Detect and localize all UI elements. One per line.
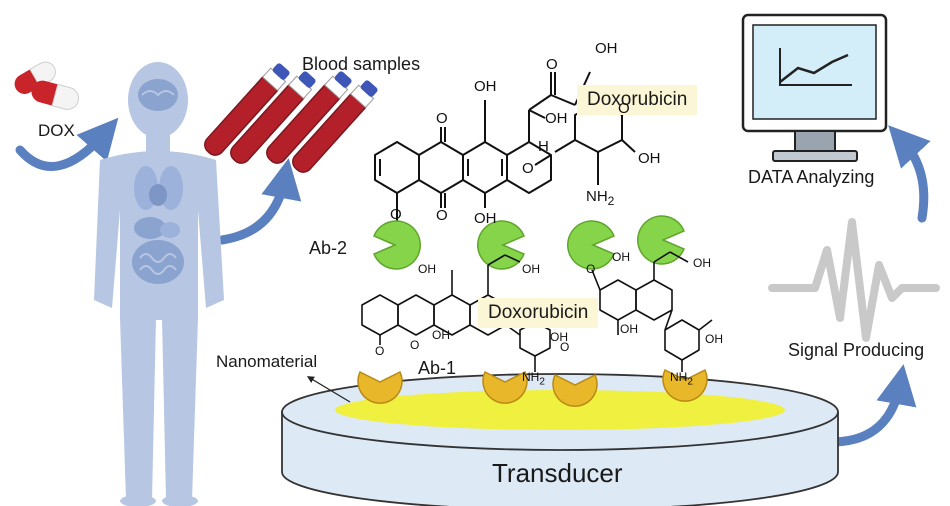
- atom-label: O: [375, 344, 385, 358]
- atom-label: OH: [522, 262, 540, 276]
- atom-label: OH: [474, 78, 497, 95]
- blood-tube-icon: [204, 63, 378, 173]
- atom-label: OH: [595, 40, 618, 57]
- curved-arrow-icon: [15, 117, 931, 447]
- atom-label: NH2: [586, 188, 615, 208]
- atom-label: OH: [705, 332, 723, 346]
- atom-label: O: [560, 340, 570, 354]
- pill-icon: [14, 61, 80, 110]
- atom-label: H: [538, 138, 549, 155]
- atom-label: O: [410, 338, 420, 352]
- atom-label: OH: [620, 322, 638, 336]
- human-body-icon: [94, 62, 224, 506]
- atom-label: OH: [693, 256, 711, 270]
- doxorubicin-label-top: Doxorubicin: [577, 85, 698, 115]
- ab1-label: Ab-1: [418, 358, 457, 378]
- atom-label: OH: [432, 328, 450, 342]
- signal-producing-label: Signal Producing: [788, 340, 925, 360]
- atom-label: O: [522, 160, 534, 177]
- atom-label: NH2: [670, 370, 693, 388]
- nanomaterial-label: Nanomaterial: [216, 352, 318, 371]
- monitor-icon: [741, 13, 888, 162]
- atom-label: O: [546, 56, 558, 73]
- atom-label: O: [618, 100, 630, 117]
- doxorubicin-label-bottom: Doxorubicin: [478, 298, 599, 328]
- atom-label: O: [586, 262, 596, 276]
- ab2-label: Ab-2: [309, 238, 348, 258]
- ab1-antibodies: [357, 368, 708, 407]
- atom-label: OH: [418, 262, 436, 276]
- atom-label: OH: [474, 210, 497, 227]
- atom-label: OH: [612, 250, 630, 264]
- dox-label: DOX: [38, 121, 75, 140]
- transducer-label: Transducer: [492, 458, 623, 488]
- data-analyzing-label: DATA Analyzing: [748, 167, 875, 187]
- atom-label: OH: [638, 150, 661, 167]
- blood-samples-label: Blood samples: [302, 54, 421, 74]
- atom-label: OH: [550, 330, 568, 344]
- doxorubicin-structure-top: [374, 71, 636, 222]
- atom-label: O: [436, 110, 448, 127]
- atom-label: NH2: [522, 370, 545, 388]
- organs: [132, 79, 184, 284]
- signal-wave-icon: [768, 218, 940, 342]
- atom-label: OH: [545, 110, 568, 127]
- pointer-arrow-icon: [306, 376, 351, 403]
- atom-label: O: [390, 206, 402, 223]
- atom-label: O: [436, 207, 448, 224]
- ab2-antibodies: [373, 215, 685, 270]
